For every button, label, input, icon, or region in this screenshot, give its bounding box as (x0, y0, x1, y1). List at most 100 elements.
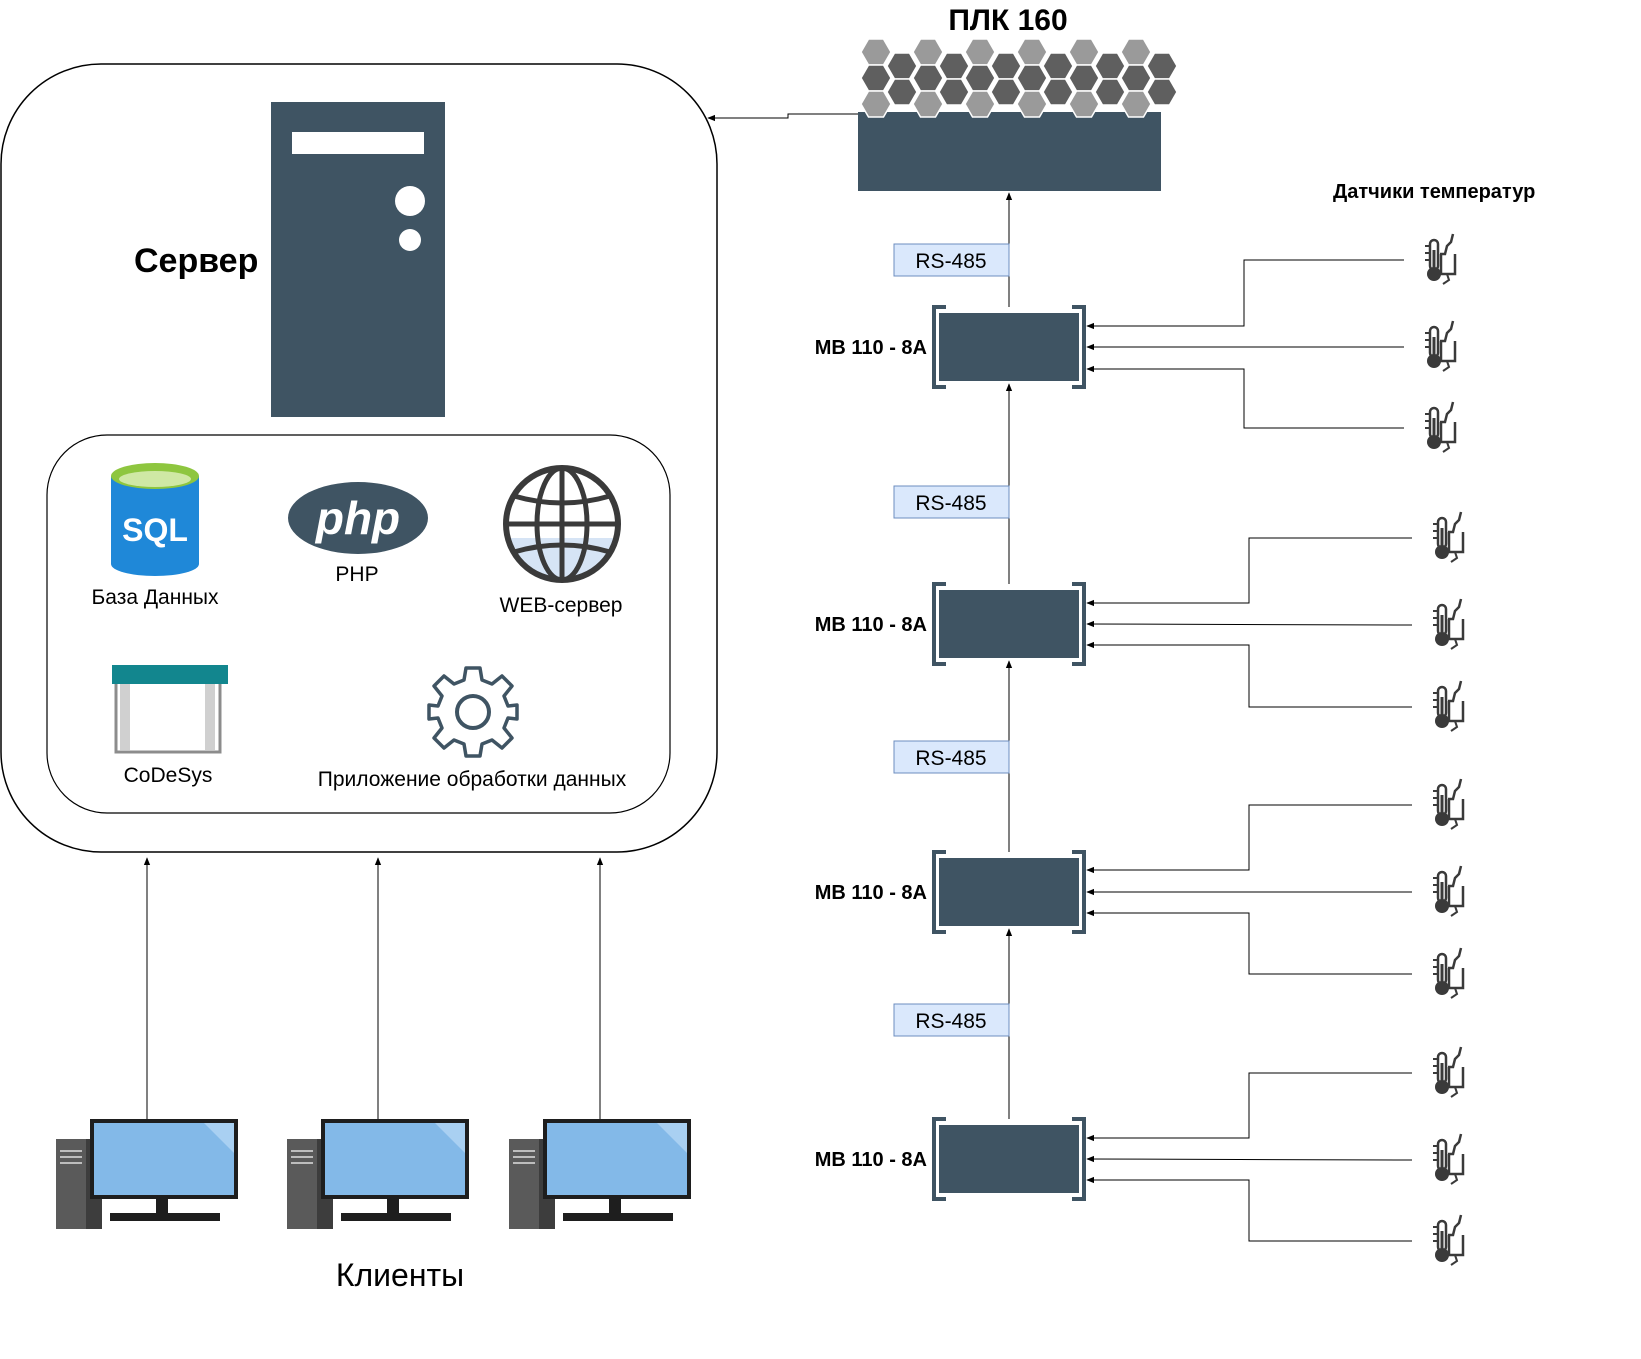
plc-hex-cell (1146, 78, 1178, 106)
sensor-connector (1086, 909, 1412, 975)
module-body (939, 590, 1079, 658)
sql-database-icon: SQL (111, 463, 199, 576)
thermometer-sensor-icon (1431, 1132, 1465, 1186)
plc-hex-cell (1120, 64, 1152, 92)
rs485-label: RS-485 (915, 1010, 986, 1033)
plc-hex-cell (1016, 90, 1048, 118)
sensor-connector (1086, 641, 1412, 708)
codesys-label: CoDeSys (124, 764, 213, 787)
sensors-title: Датчики температур (1333, 181, 1535, 203)
clients (55, 857, 692, 1230)
db-label: База Данных (91, 586, 219, 609)
plc-hex-cell (1068, 90, 1100, 118)
codesys-icon (112, 665, 228, 754)
plc-hex-cell (1042, 52, 1074, 80)
plc-hex-cell (1146, 52, 1178, 80)
rs485-badge: RS-485 (893, 243, 1010, 277)
plc-hex-cell (1120, 38, 1152, 66)
plc-hex-cell (1120, 90, 1152, 118)
module-bracket-right (1072, 305, 1086, 389)
sensor-connector (1086, 1155, 1413, 1163)
sensor-connector (1086, 804, 1412, 874)
module-label: МВ 110 - 8А (815, 882, 927, 904)
sensor-connector (1086, 259, 1404, 330)
thermometer-sensor-icon (1431, 1213, 1465, 1267)
plc-hex-cell (990, 78, 1022, 106)
module-bracket-right (1072, 582, 1086, 666)
plc-hex-cell (912, 90, 944, 118)
module-mv110: МВ 110 - 8А (815, 1117, 1086, 1201)
plc-hex-cell (938, 52, 970, 80)
thermometer-sensor-icon (1423, 232, 1457, 286)
module-body (939, 1125, 1079, 1193)
module-body (939, 313, 1079, 381)
plc-hex-cell (964, 64, 996, 92)
gear-icon (427, 666, 519, 758)
web-label: WEB-сервер (500, 594, 623, 617)
plc-hex-cell (912, 64, 944, 92)
thermometer-sensor-icon (1423, 319, 1457, 373)
plc-hex-cell (1016, 38, 1048, 66)
rs485-badge: RS-485 (893, 740, 1010, 774)
plc-hex-cell (990, 52, 1022, 80)
clients-label: Клиенты (336, 1257, 464, 1293)
modules: МВ 110 - 8А МВ 110 - 8А МВ 110 - 8А МВ 110 … (815, 305, 1086, 1201)
plc-hex-cell (1042, 78, 1074, 106)
plc-hex-cell (860, 90, 892, 118)
rs485-badge: RS-485 (893, 485, 1010, 519)
php-label: PHP (335, 563, 378, 586)
rs485-label: RS-485 (915, 250, 986, 273)
thermometer-sensor-icon (1431, 510, 1465, 564)
php-logo-icon: php (288, 482, 428, 554)
sensor-connector (1086, 1176, 1412, 1242)
rs485-badge: RS-485 (893, 1003, 1010, 1037)
module-mv110: МВ 110 - 8А (815, 582, 1086, 666)
module-bracket-left (932, 850, 946, 934)
thermometer-sensor-icon (1431, 679, 1465, 733)
sensor-connector (1086, 1072, 1412, 1142)
thermometer-sensor-icon (1431, 1045, 1465, 1099)
plc-hex-cell (964, 38, 996, 66)
server-title: Сервер (134, 242, 258, 280)
thermometer-sensor-icon (1423, 400, 1457, 454)
plc-hex-cell (912, 38, 944, 66)
plc-160-icon (858, 38, 1178, 191)
server-tower-icon (271, 102, 445, 417)
module-bracket-left (932, 1117, 946, 1201)
php-icon-text: php (314, 492, 400, 544)
module-mv110: МВ 110 - 8А (815, 305, 1086, 389)
client-computer-icon[interactable] (55, 1118, 239, 1230)
plc-hex-cell (1094, 78, 1126, 106)
thermometer-sensor-icon (1431, 597, 1465, 651)
module-mv110: МВ 110 - 8А (815, 850, 1086, 934)
module-label: МВ 110 - 8А (815, 1149, 927, 1171)
plc-hex-cell (1016, 64, 1048, 92)
plc-hex-cell (860, 64, 892, 92)
sql-icon-text: SQL (122, 512, 188, 548)
thermometer-sensor-icon (1431, 777, 1465, 831)
module-label: МВ 110 - 8А (815, 614, 927, 636)
plc-hex-cell (964, 90, 996, 118)
plc-hex-cell (938, 78, 970, 106)
module-label: МВ 110 - 8А (815, 337, 927, 359)
plc-hex-cell (886, 52, 918, 80)
module-bracket-right (1072, 850, 1086, 934)
plc-hex-cell (1068, 38, 1100, 66)
sensor-connector (1086, 365, 1404, 429)
plc-label: ПЛК 160 (948, 4, 1067, 37)
module-body (939, 858, 1079, 926)
module-bracket-right (1072, 1117, 1086, 1201)
rs485-label: RS-485 (915, 492, 986, 515)
app-label: Приложение обработки данных (318, 768, 627, 791)
sensor-connector (1086, 537, 1412, 607)
plc-hex-cell (860, 38, 892, 66)
client-computer-icon[interactable] (508, 1118, 692, 1230)
module-bracket-left (932, 582, 946, 666)
module-bracket-left (932, 305, 946, 389)
plc-hex-cell (1094, 52, 1126, 80)
thermometer-sensor-icon (1431, 946, 1465, 1000)
rs485-label: RS-485 (915, 747, 986, 770)
client-computer-icon[interactable] (286, 1118, 470, 1230)
sensor-connector (1086, 620, 1413, 628)
